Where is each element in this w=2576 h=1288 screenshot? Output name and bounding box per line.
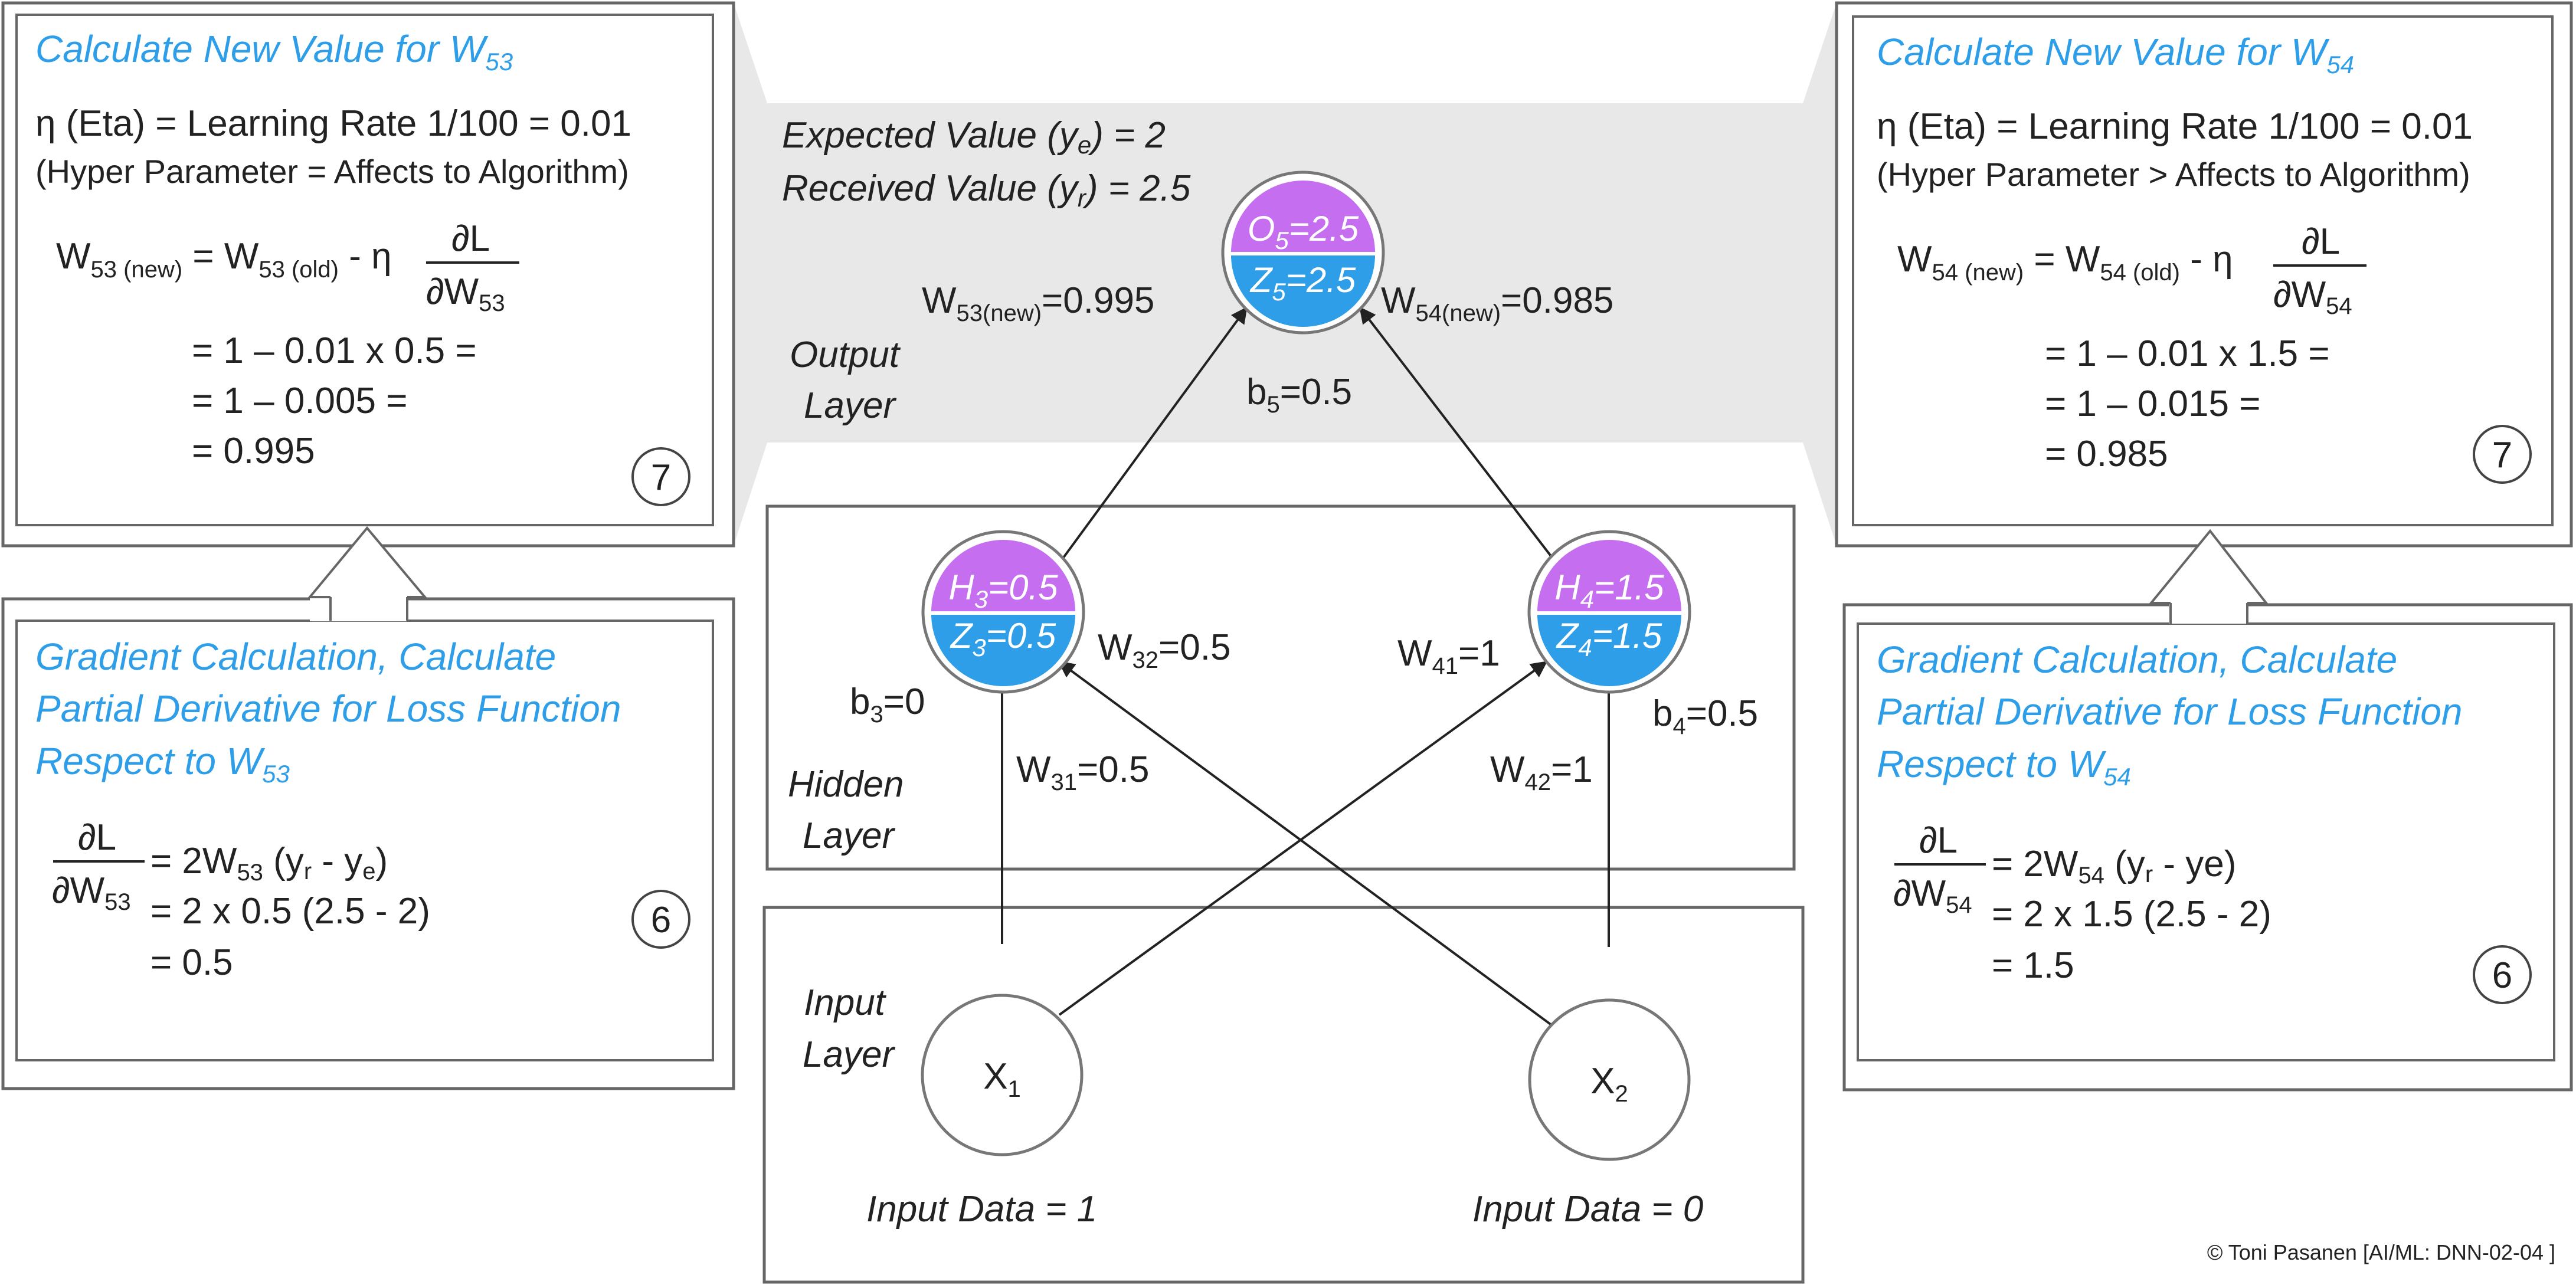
step-badge <box>2473 425 2532 484</box>
eta-line: η (Eta) = Learning Rate 1/100 = 0.01 <box>1877 106 2473 147</box>
gradient-eq-2: = 2 x 1.5 (2.5 - 2) <box>1992 894 2271 935</box>
node-x2: X2 <box>1528 998 1691 1161</box>
gradient-eq-3: = 1.5 <box>1992 945 2074 986</box>
calc-step-3: = 0.985 <box>2045 434 2168 474</box>
svg-text:H4=1.5: H4=1.5 <box>1554 568 1664 613</box>
output-layer-label-1: Output <box>790 335 901 375</box>
weight-label-w42: W42=1 <box>1490 749 1593 795</box>
hyper-parameter-line: (Hyper Parameter = Affects to Algorithm) <box>35 153 629 190</box>
right-update-panel: Calculate New Value for W54 η (Eta) = Le… <box>1835 1 2573 548</box>
update-formula: W53 (new) = W53 (old) - η <box>56 236 392 283</box>
panel-title: Calculate New Value for W53 <box>35 28 513 76</box>
gradient-eq-1: = 2W54 (yr - ye) <box>1992 844 2236 889</box>
partial-dw: ∂W54 <box>1893 873 1972 918</box>
right-gradient-panel: Gradient Calculation, Calculate Partial … <box>1842 529 2573 1092</box>
gradient-title-2: Partial Derivative for Loss Function <box>1877 690 2462 733</box>
weight-label-w41: W41=1 <box>1397 633 1500 679</box>
gradient-title-1: Gradient Calculation, Calculate <box>1877 638 2397 681</box>
edge-x2-h3 <box>1058 661 1553 1027</box>
network-edges <box>994 306 1617 1027</box>
calc-step-3: = 0.995 <box>192 431 315 471</box>
input-layer-label-2: Layer <box>803 1034 895 1075</box>
input-layer-label-1: Input <box>804 982 887 1023</box>
bias-label-b5: b5=0.5 <box>1246 372 1352 418</box>
svg-text:Z4=1.5: Z4=1.5 <box>1556 616 1662 661</box>
hidden-layer-label-2: Layer <box>803 815 895 856</box>
partial-dl: ∂L <box>451 218 490 259</box>
expected-value: Expected Value (ye) = 2 <box>782 115 1166 159</box>
bias-label-b3: b3=0 <box>850 681 925 727</box>
left-gradient-panel: Gradient Calculation, Calculate Partial … <box>1 526 735 1090</box>
node-x1: X1 <box>921 994 1084 1156</box>
gradient-title-2: Partial Derivative for Loss Function <box>35 687 621 730</box>
output-band <box>734 3 1837 546</box>
edge-x1-h4 <box>1058 661 1548 1016</box>
output-layer-label-2: Layer <box>804 385 896 426</box>
svg-text:X2: X2 <box>1590 1061 1628 1107</box>
gradient-title-3: Respect to W54 <box>1877 743 2131 791</box>
received-value: Received Value (yr) = 2.5 <box>782 168 1191 212</box>
node-h3: H3=0.5 Z3=0.5 <box>921 530 1085 694</box>
step-badge <box>631 447 690 506</box>
edge-h4-o5 <box>1359 306 1553 559</box>
step-badge <box>2473 945 2532 1004</box>
node-h4: H4=1.5 Z4=1.5 <box>1527 530 1691 694</box>
svg-text:Z5=2.5: Z5=2.5 <box>1249 260 1356 306</box>
svg-text:Z3=0.5: Z3=0.5 <box>950 616 1056 661</box>
gradient-eq-1: = 2W53 (yr - ye) <box>150 841 388 886</box>
edge-h3-o5 <box>1062 306 1248 559</box>
weight-label-w32: W32=0.5 <box>1098 627 1230 673</box>
input-data-1: Input Data = 1 <box>866 1189 1097 1230</box>
step-badge <box>631 890 690 949</box>
step-badge-number: 6 <box>2492 955 2512 996</box>
weight-label-w31: W31=0.5 <box>1016 749 1149 795</box>
weight-label-w53: W53(new)=0.995 <box>922 280 1154 326</box>
copyright: © Toni Pasanen [AI/ML: DNN-02-04 ] <box>2207 1240 2555 1264</box>
calc-step-1: = 1 – 0.01 x 1.5 = <box>2045 333 2330 374</box>
partial-dw: ∂W53 <box>52 870 131 915</box>
partial-dw: ∂W53 <box>426 271 505 316</box>
step-badge-number: 7 <box>651 457 671 498</box>
input-data-2: Input Data = 0 <box>1472 1189 1703 1230</box>
panel-title: Calculate New Value for W54 <box>1877 31 2354 78</box>
partial-dw: ∂W54 <box>2273 274 2352 319</box>
hidden-layer-label-1: Hidden <box>788 764 904 805</box>
gradient-title-1: Gradient Calculation, Calculate <box>35 635 556 678</box>
left-update-panel: Calculate New Value for W53 η (Eta) = Le… <box>1 1 735 548</box>
gradient-eq-3: = 0.5 <box>150 942 233 983</box>
bias-label-b4: b4=0.5 <box>1652 693 1758 739</box>
calc-step-2: = 1 – 0.015 = <box>2045 384 2260 424</box>
weight-label-w54: W54(new)=0.985 <box>1381 280 1613 326</box>
svg-text:O5=2.5: O5=2.5 <box>1248 209 1359 254</box>
partial-dl: ∂L <box>1919 820 1958 861</box>
partial-dl: ∂L <box>2302 221 2340 262</box>
update-formula: W54 (new) = W54 (old) - η <box>1897 239 2233 286</box>
step-badge-number: 6 <box>651 900 671 940</box>
partial-dl: ∂L <box>78 817 116 858</box>
calc-step-2: = 1 – 0.005 = <box>192 381 407 421</box>
node-o5: O5=2.5 Z5=2.5 <box>1221 171 1385 335</box>
step-badge-number: 7 <box>2492 435 2512 476</box>
svg-text:H3=0.5: H3=0.5 <box>948 568 1058 613</box>
calc-step-1: = 1 – 0.01 x 0.5 = <box>192 330 477 371</box>
svg-text:X1: X1 <box>983 1056 1021 1102</box>
gradient-eq-2: = 2 x 0.5 (2.5 - 2) <box>150 891 430 932</box>
callout-arrow <box>310 528 425 621</box>
eta-line: η (Eta) = Learning Rate 1/100 = 0.01 <box>35 103 631 144</box>
hyper-parameter-line: (Hyper Parameter > Affects to Algorithm) <box>1877 156 2470 193</box>
gradient-title-3: Respect to W53 <box>35 740 290 788</box>
